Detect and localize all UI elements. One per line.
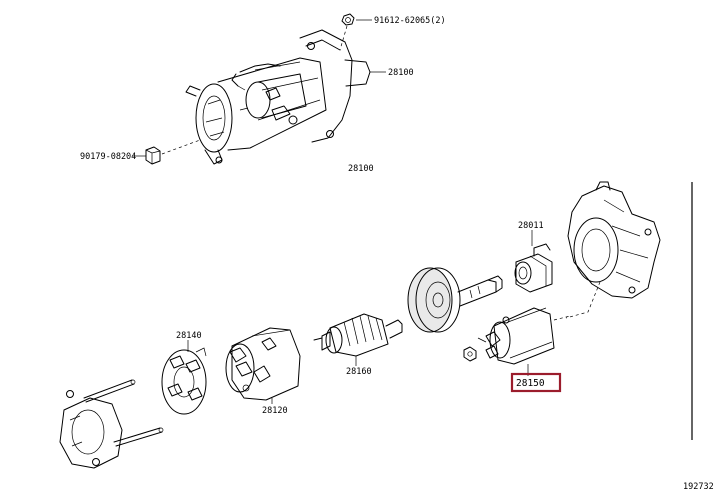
dash-housing [565, 281, 601, 319]
label-clutch[interactable]: 28011 [518, 221, 544, 231]
label-starter-caption[interactable]: 28100 [348, 164, 374, 174]
end-frame[interactable] [59, 379, 164, 469]
bolt-91612[interactable] [339, 13, 355, 51]
label-starter-top[interactable]: 28100 [388, 68, 414, 78]
yoke-28120[interactable] [225, 327, 301, 401]
label-yoke[interactable]: 28120 [262, 406, 288, 416]
brush-holder-28140[interactable] [161, 347, 207, 415]
drive-end-housing[interactable] [567, 181, 661, 299]
clutch-28011[interactable] [514, 243, 553, 293]
solenoid-28150[interactable] [477, 307, 571, 365]
planetary-gear-shaft[interactable] [407, 267, 503, 333]
label-bolt-top[interactable]: 91612-62065(2) [374, 16, 446, 26]
label-solenoid[interactable]: 28150 [516, 378, 545, 389]
label-nut-left[interactable]: 90179-08204 [80, 152, 136, 162]
nut-90179[interactable] [145, 139, 201, 165]
label-brush-holder[interactable]: 28140 [176, 331, 202, 341]
label-armature[interactable]: 28160 [346, 367, 372, 377]
armature-28160[interactable] [313, 313, 403, 357]
solenoid-nut[interactable] [463, 346, 477, 362]
starter-assembly[interactable] [185, 29, 371, 165]
solenoid-highlight [510, 372, 562, 393]
drawing-id: 192732 [683, 482, 714, 492]
